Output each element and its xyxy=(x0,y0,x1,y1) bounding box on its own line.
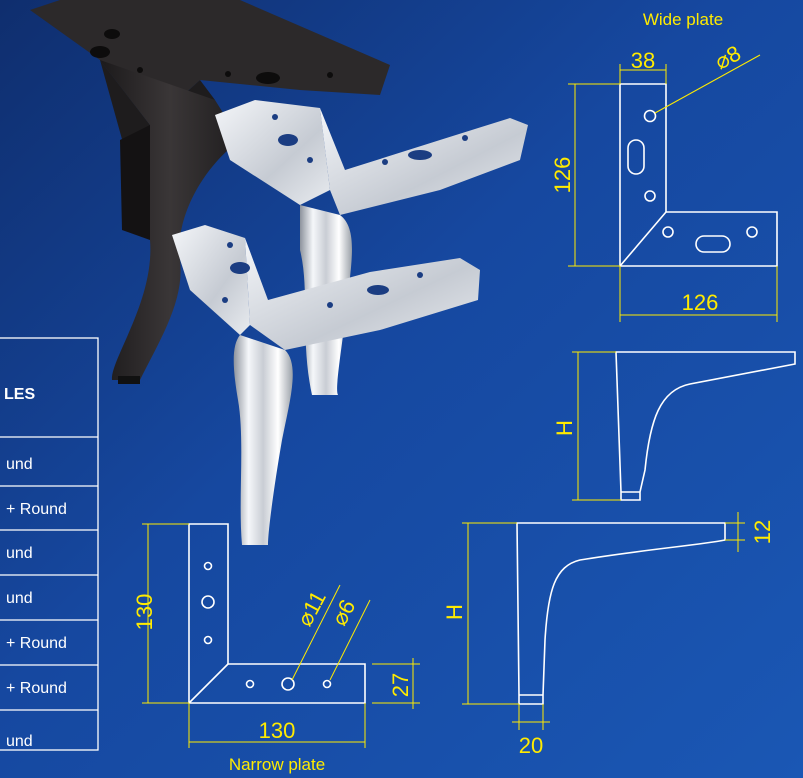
narrow-plate-dimension-lines xyxy=(142,523,420,748)
narrow-plate-dim-right: 27 xyxy=(388,673,413,697)
holes-table-row: und xyxy=(6,590,33,607)
narrow-plate-title: Narrow plate xyxy=(229,755,325,774)
holes-table-row: + Round xyxy=(6,680,67,697)
holes-table-row: und xyxy=(6,545,33,562)
holes-table xyxy=(0,337,99,751)
wide-plate-dim-left: 126 xyxy=(550,157,575,194)
holes-table-header: LES xyxy=(4,386,35,403)
front-profile-drawing xyxy=(516,522,726,705)
front-profile-dim-height: H xyxy=(442,604,467,620)
front-profile-dimension-lines xyxy=(462,512,745,730)
side-profile-dimension-lines xyxy=(572,351,621,501)
black-leg-image xyxy=(30,0,390,384)
front-profile-dim-foot: 20 xyxy=(519,733,543,758)
narrow-plate-dim-bottom: 130 xyxy=(259,718,296,743)
wide-plate-dim-top: 38 xyxy=(631,48,655,73)
chrome-leg-front-image xyxy=(172,225,480,545)
side-profile-dim-height: H xyxy=(552,420,577,436)
holes-table-row: + Round xyxy=(6,501,67,518)
holes-table-row: und xyxy=(6,456,33,473)
wide-plate-title: Wide plate xyxy=(643,10,723,29)
holes-table-row: und xyxy=(6,733,33,750)
front-profile-dim-thickness: 12 xyxy=(750,520,775,544)
narrow-plate-dim-left: 130 xyxy=(132,594,157,631)
side-profile-drawing xyxy=(615,351,796,501)
wide-plate-dimension-lines xyxy=(568,54,778,322)
holes-table-row: + Round xyxy=(6,635,67,652)
wide-plate-dim-bottom: 126 xyxy=(682,290,719,315)
